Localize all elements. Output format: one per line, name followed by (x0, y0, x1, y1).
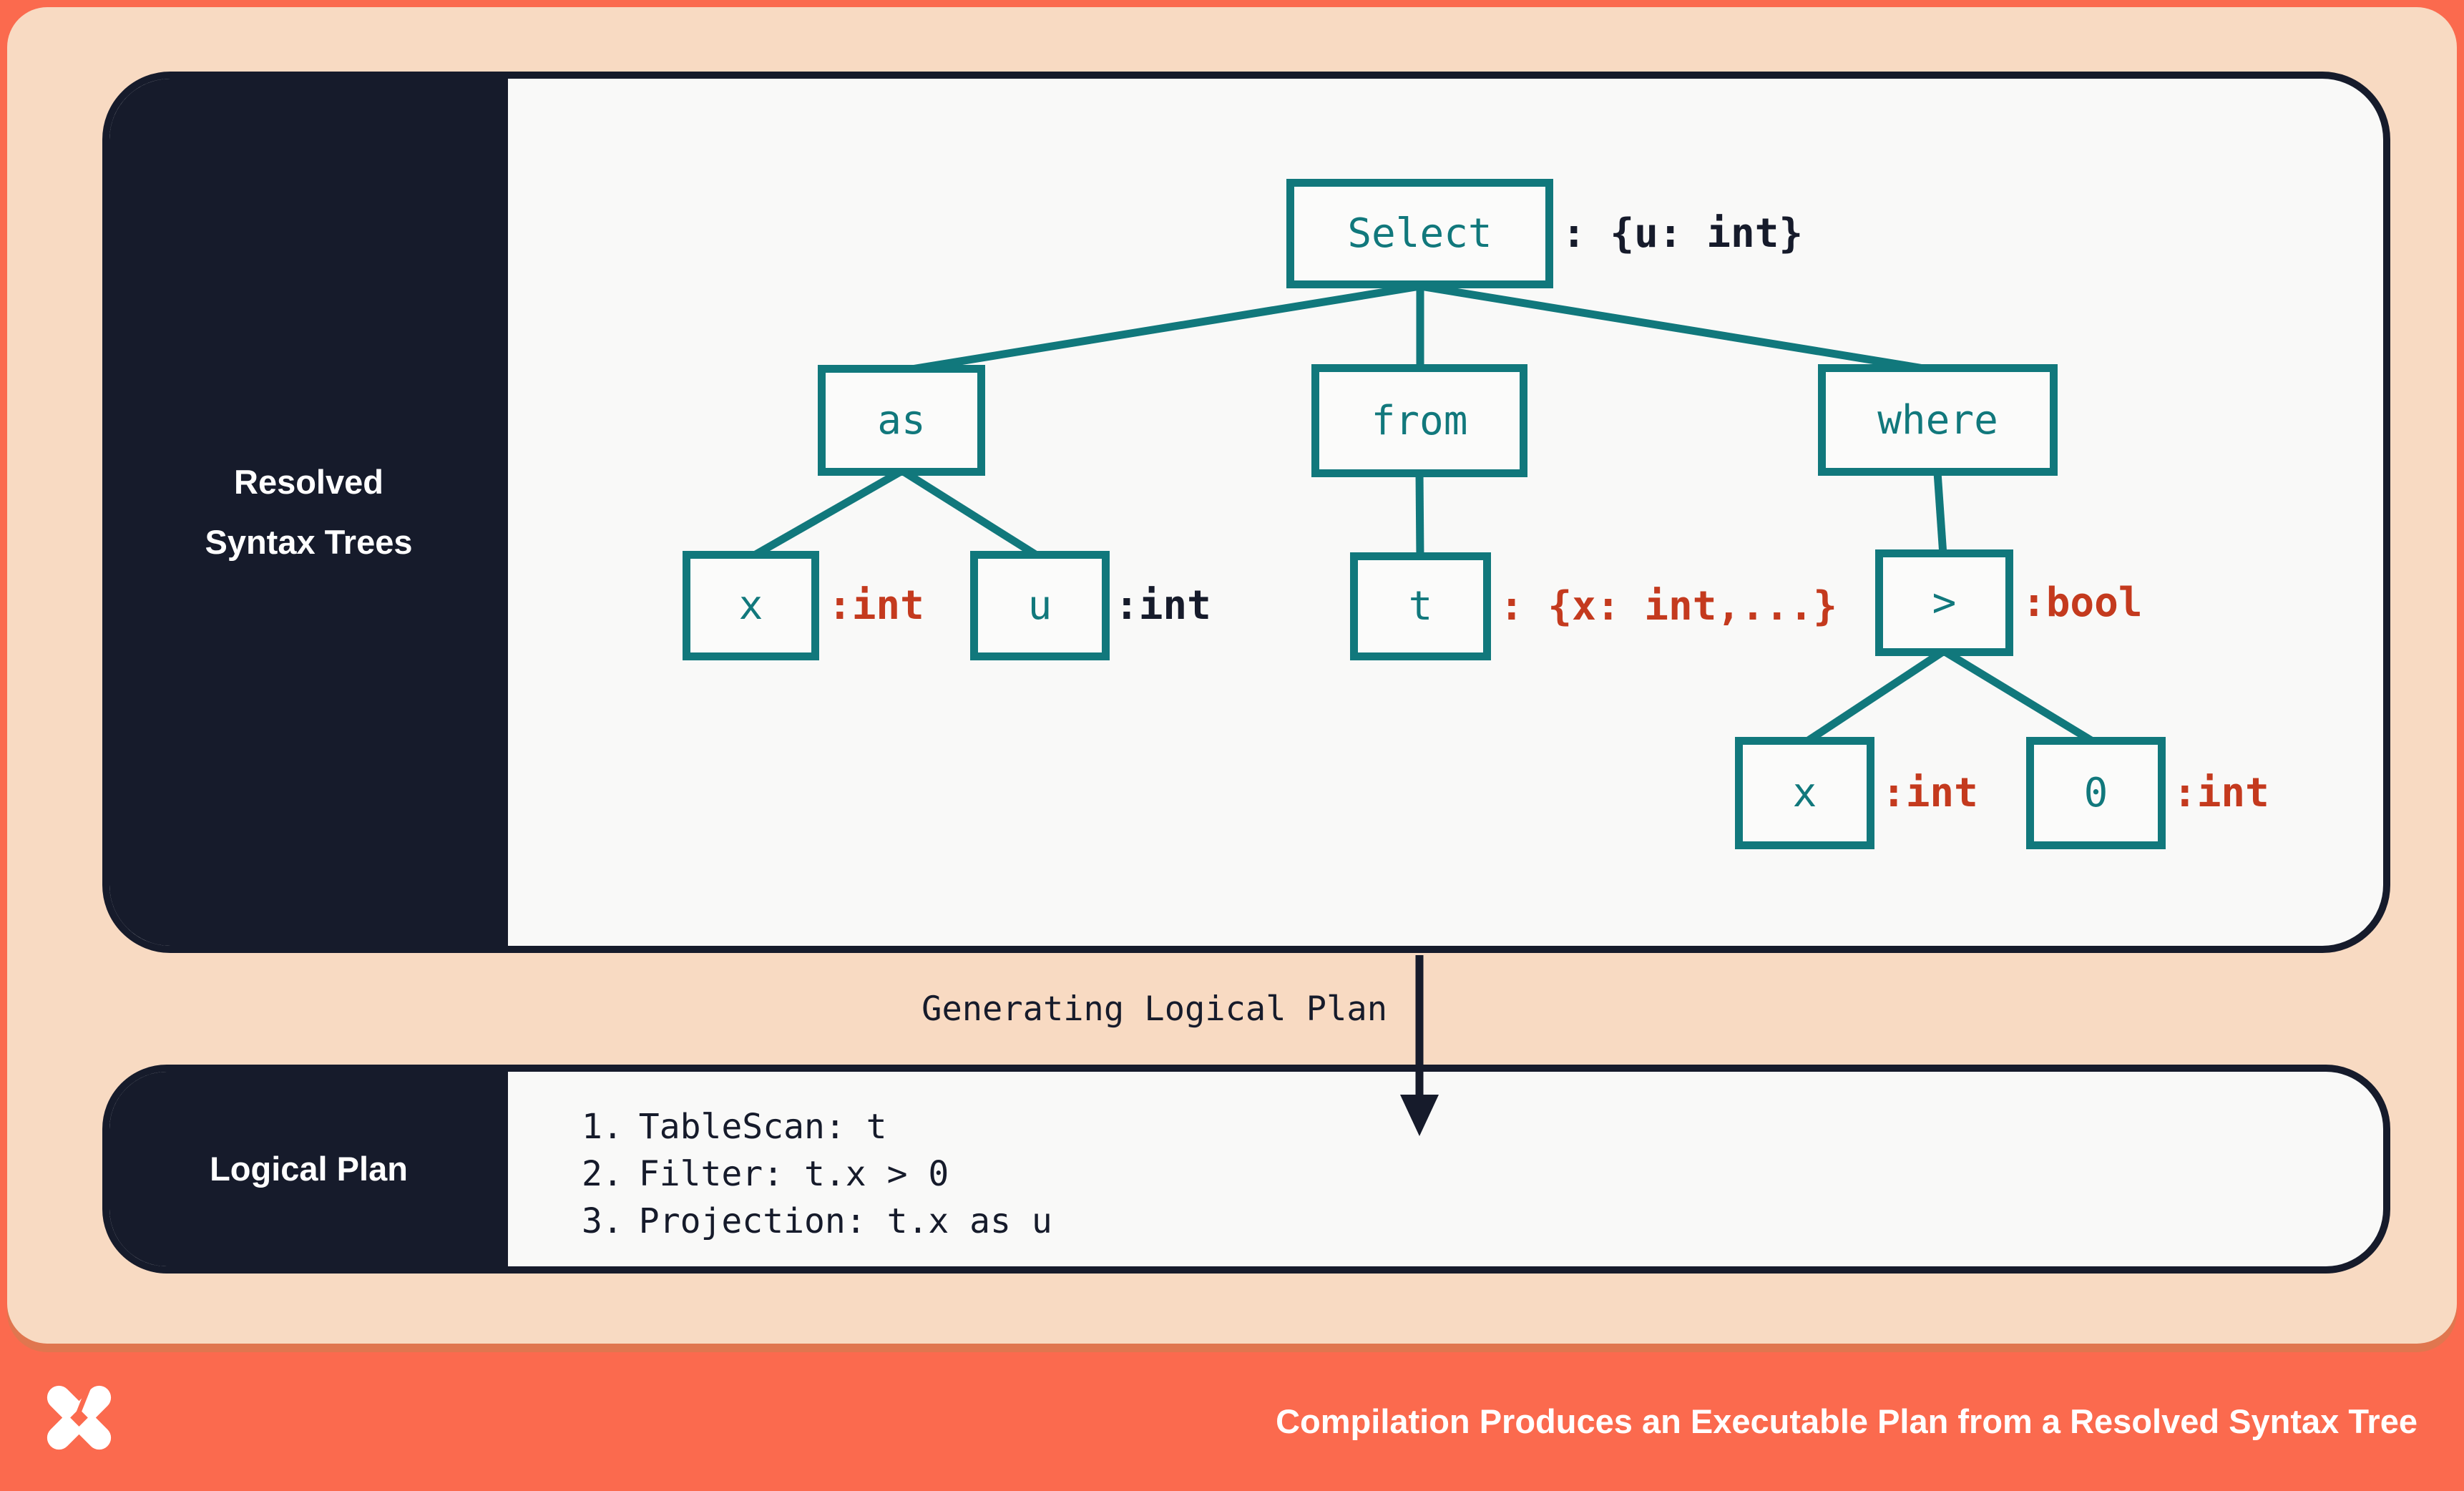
tree-node-x-alias-label: x (738, 582, 763, 629)
sidebar-label-line1: Resolved (234, 463, 383, 501)
tree-node-t-table: t (1350, 552, 1491, 660)
tree-node-where: where (1818, 364, 2058, 476)
tree-node-x-operand: x (1735, 737, 1874, 849)
plan-step-3-text: Projection: t.x as u (638, 1201, 1052, 1241)
tree-node-gt-op-label: > (1932, 580, 1957, 626)
logical-plan-steps: 1. TableScan: t 2. Filter: t.x > 0 3. Proje… (582, 1103, 1052, 1245)
resolved-syntax-trees-panel: Resolved Syntax Trees (102, 72, 2390, 953)
plan-step-1-number: 1. (582, 1107, 623, 1147)
plan-step-1: 1. TableScan: t (582, 1103, 1052, 1150)
type-annotation-u-alias: :int (1115, 582, 1211, 629)
tree-node-as: as (818, 365, 985, 476)
tree-node-as-label: as (877, 397, 926, 444)
pinwheel-x-logo-icon (44, 1383, 114, 1452)
tree-node-zero-operand: 0 (2026, 737, 2166, 849)
tree-node-zero-operand-label: 0 (2083, 770, 2108, 816)
sidebar-label-line2: Syntax Trees (205, 523, 413, 561)
tree-node-gt-op: > (1875, 549, 2013, 656)
type-annotation-zero-operand: :int (2173, 770, 2269, 816)
plan-step-3-number: 3. (582, 1201, 623, 1241)
tree-node-select-label: Select (1347, 210, 1492, 257)
plan-step-2-number: 2. (582, 1154, 623, 1194)
logical-plan-sidebar: Logical Plan (109, 1072, 508, 1266)
type-annotation-gt-op: :bool (2022, 580, 2143, 626)
tree-node-where-label: where (1877, 396, 1998, 444)
plan-step-1-text: TableScan: t (638, 1107, 887, 1147)
resolved-syntax-trees-sidebar: Resolved Syntax Trees (109, 79, 508, 946)
footer-title: Compilation Produces an Executable Plan … (1276, 1402, 2417, 1440)
plan-step-3: 3. Projection: t.x as u (582, 1198, 1052, 1245)
type-annotation-t-table: : {x: int,...} (1500, 583, 1838, 630)
tree-node-from: from (1311, 364, 1527, 477)
tree-node-u-alias: u (970, 551, 1110, 660)
type-annotation-x-alias: :int (828, 582, 924, 629)
tree-node-from-label: from (1371, 397, 1468, 444)
type-annotation-select: : {u: int} (1562, 210, 1804, 257)
plan-step-2-text: Filter: t.x > 0 (638, 1154, 949, 1194)
logical-plan-panel: Logical Plan (102, 1065, 2390, 1274)
tree-node-x-operand-label: x (1792, 770, 1817, 816)
tree-node-u-alias-label: u (1027, 582, 1052, 629)
type-annotation-x-operand: :int (1882, 770, 1978, 816)
logical-plan-label: Logical Plan (210, 1150, 408, 1188)
tree-node-x-alias: x (683, 551, 819, 660)
generating-logical-plan-label: Generating Logical Plan (921, 989, 1387, 1029)
tree-node-select: Select (1286, 179, 1553, 288)
plan-step-2: 2. Filter: t.x > 0 (582, 1150, 1052, 1198)
tree-node-t-table-label: t (1408, 583, 1433, 630)
